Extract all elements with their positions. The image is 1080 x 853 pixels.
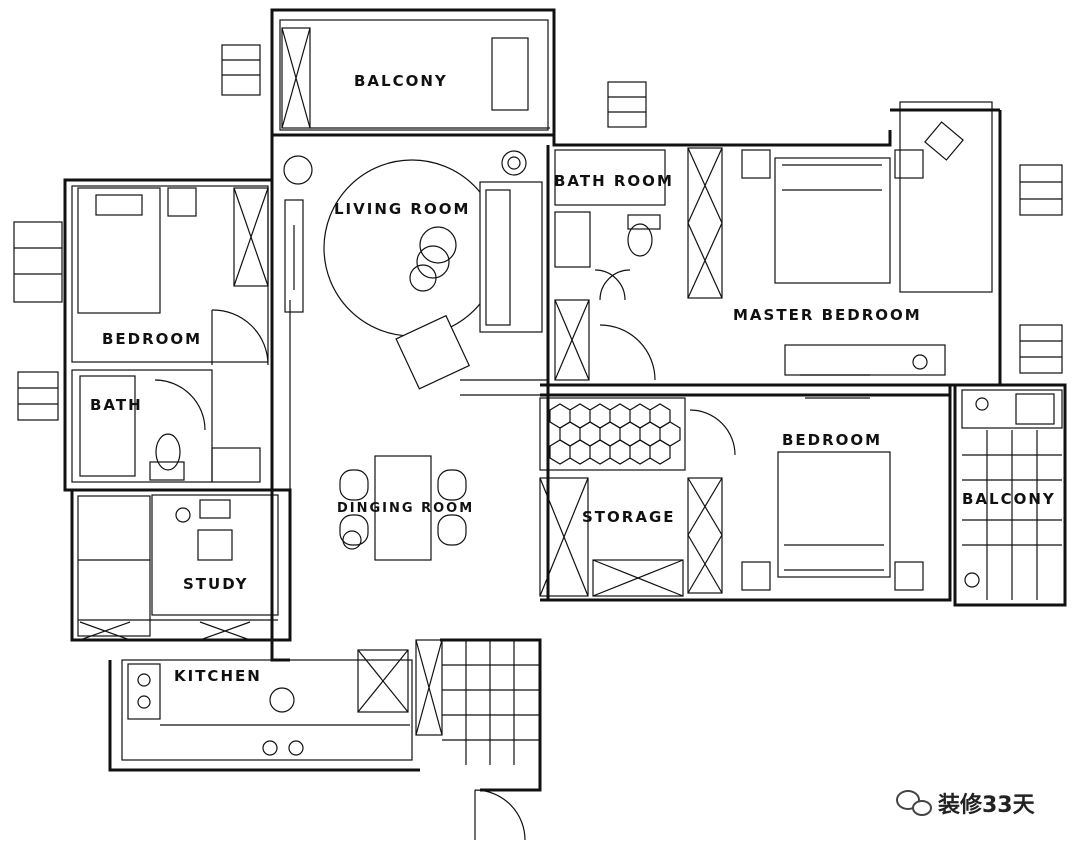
left-bedroom-furniture bbox=[77, 187, 269, 366]
label-bath-room: BATH ROOM bbox=[554, 172, 674, 190]
label-balcony-right: BALCONY bbox=[962, 490, 1056, 508]
label-bedroom-right: BEDROOM bbox=[782, 431, 882, 449]
right-bedroom-furniture bbox=[741, 397, 924, 591]
label-balcony-top: BALCONY bbox=[354, 72, 448, 90]
bath-fixtures bbox=[79, 375, 261, 483]
study-furniture bbox=[77, 495, 278, 641]
living-room-furniture bbox=[283, 150, 543, 390]
label-master-bedroom: MASTER BEDROOM bbox=[733, 306, 922, 324]
bathroom-fixtures bbox=[554, 147, 723, 381]
label-dining-room: DINGING ROOM bbox=[337, 501, 474, 516]
hex-tile-floor bbox=[539, 397, 686, 471]
label-storage: STORAGE bbox=[582, 508, 676, 526]
label-kitchen: KITCHEN bbox=[174, 667, 262, 685]
label-bath: BATH bbox=[90, 396, 143, 414]
watermark: 装修33天 bbox=[896, 790, 1036, 818]
balcony-top-fixtures bbox=[281, 27, 550, 129]
watermark-text: 装修33天 bbox=[938, 792, 1036, 818]
label-living-room: LIVING ROOM bbox=[334, 200, 470, 218]
wechat-icon bbox=[896, 790, 932, 816]
balcony-right-fixtures bbox=[961, 389, 1063, 600]
storage-fixtures bbox=[539, 409, 736, 597]
window-grids bbox=[13, 44, 1063, 421]
master-bedroom-furniture bbox=[741, 101, 993, 376]
label-bedroom-left: BEDROOM bbox=[102, 330, 202, 348]
label-study: STUDY bbox=[183, 575, 248, 593]
kitchen-fixtures bbox=[127, 639, 540, 841]
room-labels: BALCONY LIVING ROOM BATH ROOM MASTER BED… bbox=[90, 72, 1056, 685]
dining-room-furniture bbox=[339, 455, 467, 561]
